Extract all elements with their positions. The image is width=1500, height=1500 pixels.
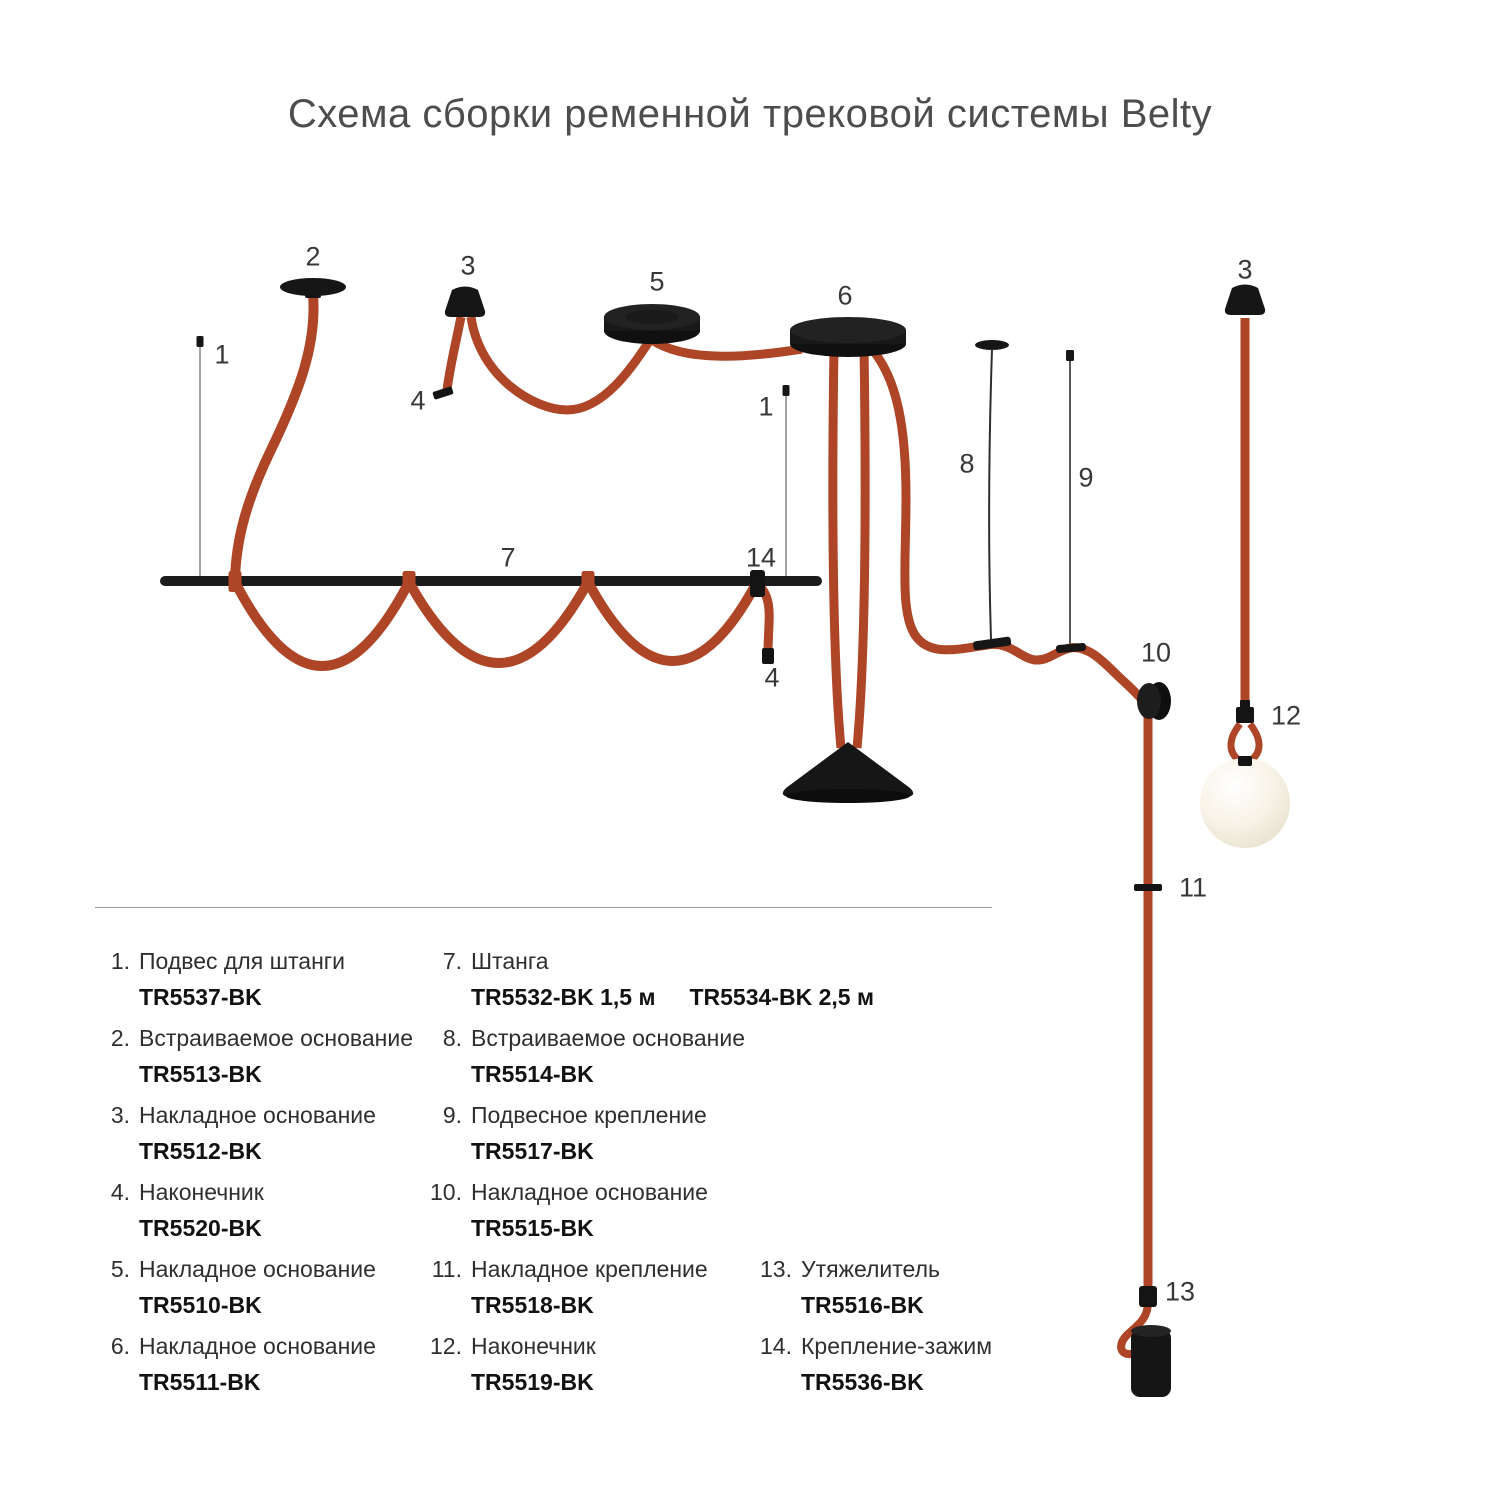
legend-item-name: Наконечник [471,1333,596,1359]
legend-item-number: 7. [442,948,462,974]
legend-divider [95,907,992,908]
legend-item-code: TR5520-BK [139,1215,262,1241]
weight-clamp [1139,1286,1157,1307]
legend-item-code: TR5519-BK [471,1369,594,1395]
surface-base-cone-left [444,286,486,317]
legend-item-number: 3. [110,1102,130,1128]
legend-item-name: Подвес для штанги [139,948,346,974]
legend-item-number: 11. [431,1256,462,1282]
page-title: Схема сборки ременной трековой системы B… [287,92,1213,136]
pendant-mount-wire [1066,350,1074,644]
surface-base-cone-right [1224,284,1266,315]
legend-item-number: 2. [110,1025,130,1051]
legend-item-code: TR5513-BK [139,1061,262,1087]
legend-item-number: 10. [430,1179,462,1205]
pendant-mount-connector [1055,642,1087,654]
legend-item-code: TR5517-BK [471,1138,594,1164]
legend-item-code: TR5532-BK 1,5 м [471,984,656,1010]
legend-item-code: TR5515-BK [471,1215,594,1241]
legend-item-number: 8. [442,1025,462,1051]
legend-item-name: Штанга [471,948,549,974]
legend-item-name: Утяжелитель [801,1256,940,1282]
legend-item-name: Подвесное крепление [471,1102,707,1128]
weight-cylinder [1131,1325,1171,1397]
legend-item-code: TR5518-BK [471,1292,594,1318]
legend-item-number: 1. [110,948,130,974]
legend-item-name: Наконечник [139,1179,264,1205]
legend-item-number: 6. [110,1333,130,1359]
belt-end-cap-mid [762,648,774,664]
legend-item-number: 9. [442,1102,462,1128]
legend-item-name: Встраиваемое основание [471,1025,746,1051]
legend-item-number: 5. [110,1256,130,1282]
legend-item-number: 13. [760,1256,792,1282]
recessed-base-connector [973,636,1012,651]
legend-item-code: TR5510-BK [139,1292,262,1318]
legend-item-name: Встраиваемое основание [139,1025,414,1051]
legend-item-name: Накладное основание [471,1179,708,1205]
legend-item-name: Крепление-зажим [801,1333,993,1359]
legend-item-code: TR5512-BK [139,1138,262,1164]
belt-tip-connector-12 [1236,700,1254,723]
surface-base-puck-5 [604,304,700,344]
surface-base-puck-6 [790,317,906,357]
track-rod [160,576,822,586]
legend-item-name: Накладное основание [139,1102,376,1128]
recessed-base-wire [975,340,1009,640]
legend-item-name: Накладное основание [139,1333,376,1359]
legend-item-code: TR5514-BK [471,1061,594,1087]
rod-suspension-wire-right [782,385,790,577]
legend-item-number: 14. [760,1333,792,1359]
legend-item-code: TR5537-BK [139,984,262,1010]
belt-end-cap-left [432,386,454,400]
sphere-fitting [1238,756,1252,766]
legend-item-name: Накладное основание [139,1256,376,1282]
recessed-base-disc [280,278,346,298]
legend-item-code: TR5534-BK 2,5 м [689,984,874,1010]
surface-clamp [1134,884,1162,891]
belt-straps [230,293,1263,1359]
legend-item-code: TR5516-BK [801,1292,924,1318]
sphere-lamp [1200,758,1290,848]
cone-shade [782,742,914,803]
surface-base-10 [1137,682,1171,720]
legend-item-number: 12. [430,1333,462,1359]
legend-item-number: 4. [110,1179,130,1205]
belt-rod-wraps [228,571,595,592]
legend-item-code: TR5511-BK [139,1369,261,1395]
legend-item-code: TR5536-BK [801,1369,924,1395]
rod-clamp [750,570,765,597]
legend-item-name: Накладное крепление [471,1256,708,1282]
rod-suspension-wire-left [196,336,204,577]
